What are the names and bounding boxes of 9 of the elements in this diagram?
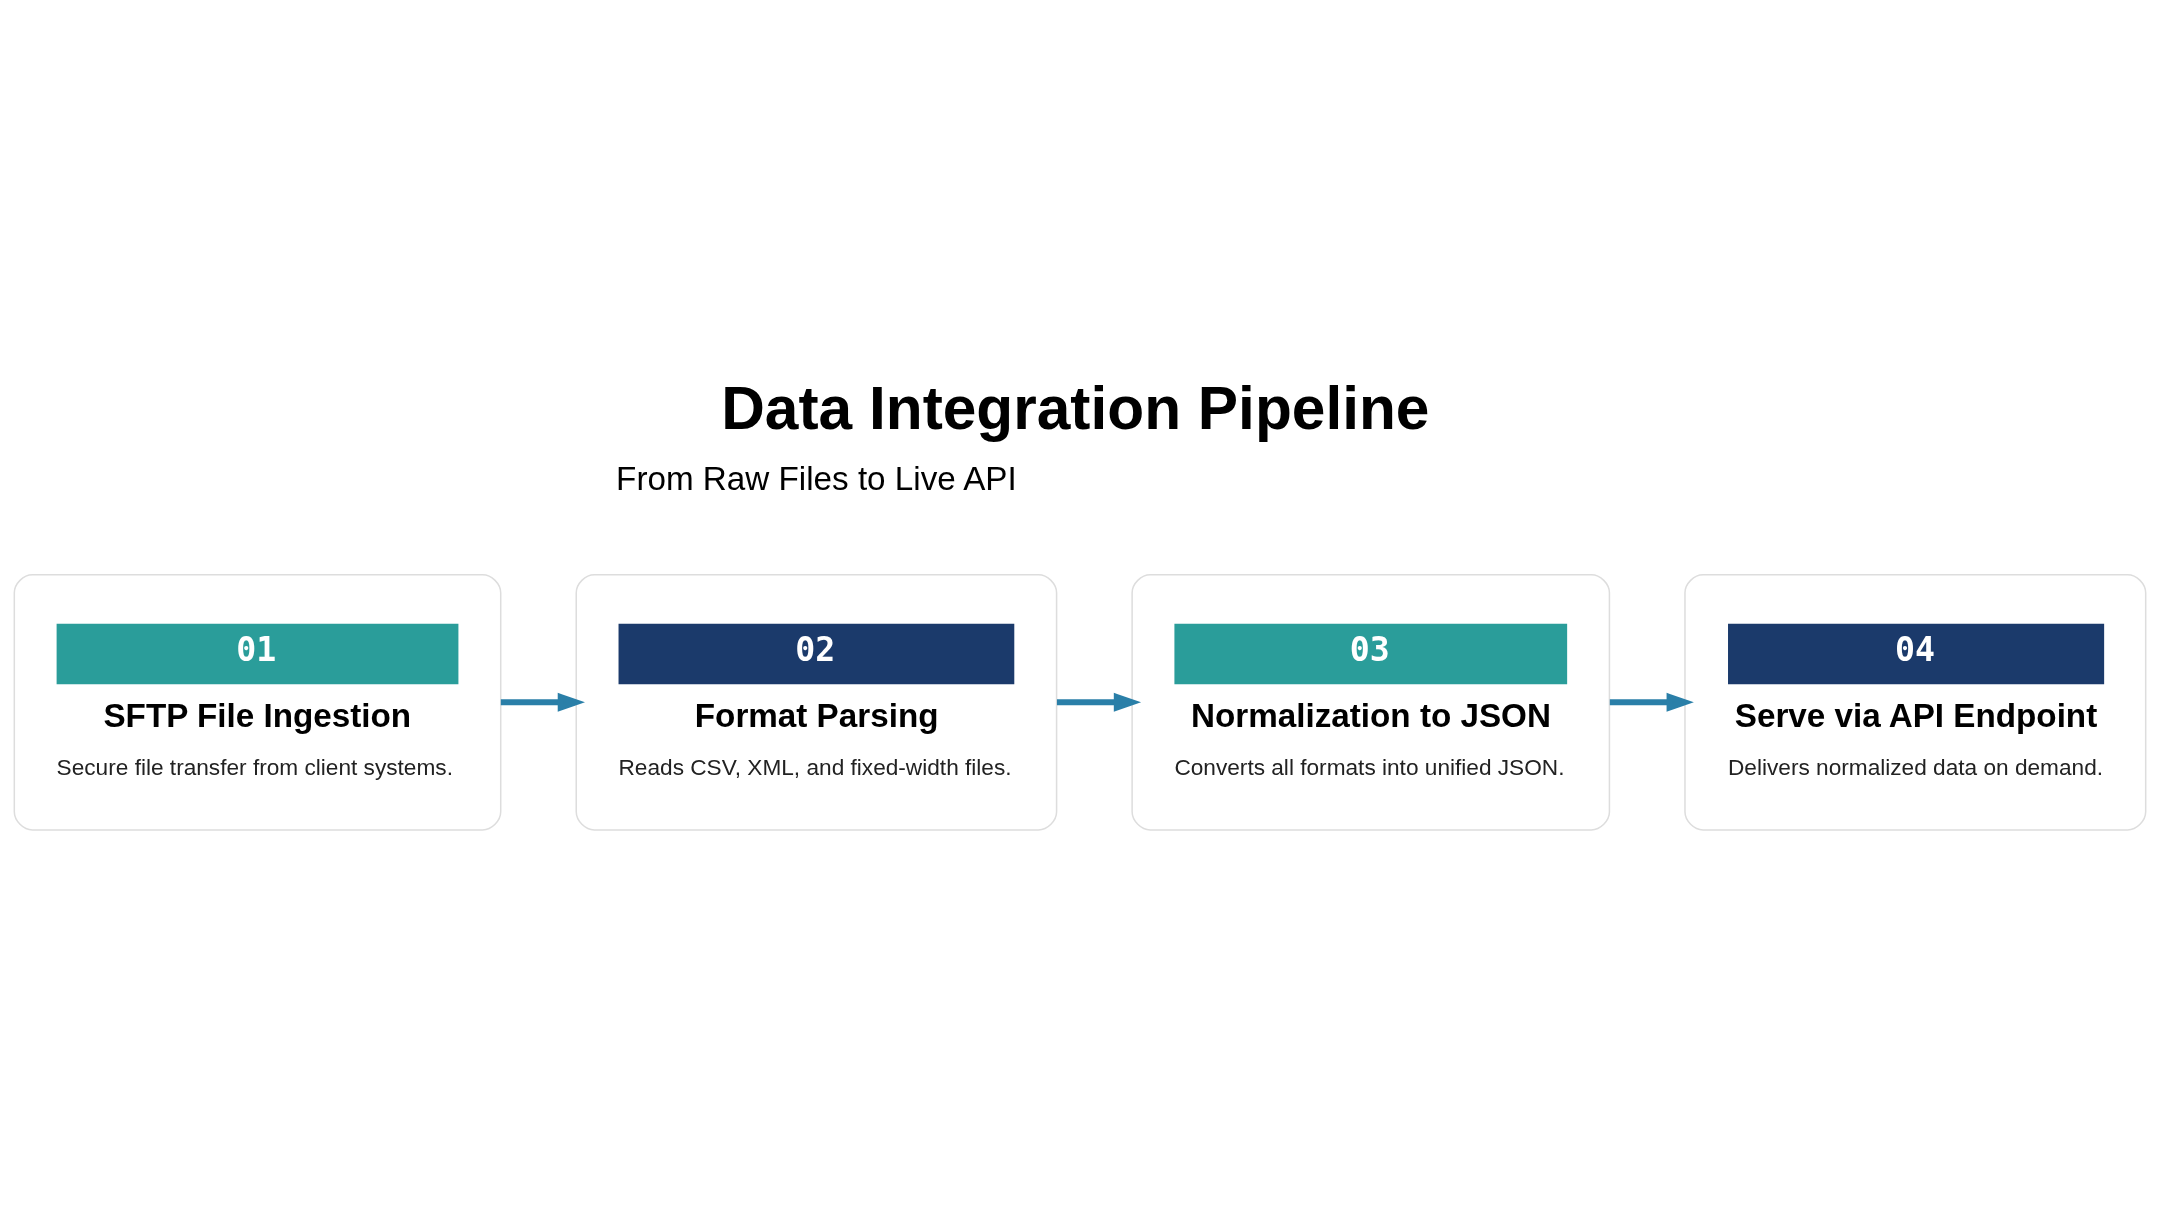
node-box: 03 Normalization to JSON Converts all formats into unified JSON. xyxy=(1131,573,1611,831)
diagram-title: Data Integration Pipeline xyxy=(721,373,1430,442)
arrow xyxy=(1609,692,1694,712)
arrow xyxy=(500,692,585,712)
node-box: 02 Format Parsing Reads CSV, XML, and fixed-width files. xyxy=(575,573,1058,831)
arrow xyxy=(1056,692,1142,712)
label: From Raw Files to Live API xyxy=(616,460,1017,498)
node-box: 01 SFTP File Ingestion Secure file transfer from client systems. xyxy=(13,573,502,831)
node-box: 04 Serve via API Endpoint Delivers normalized data on demand. xyxy=(1684,573,2147,831)
